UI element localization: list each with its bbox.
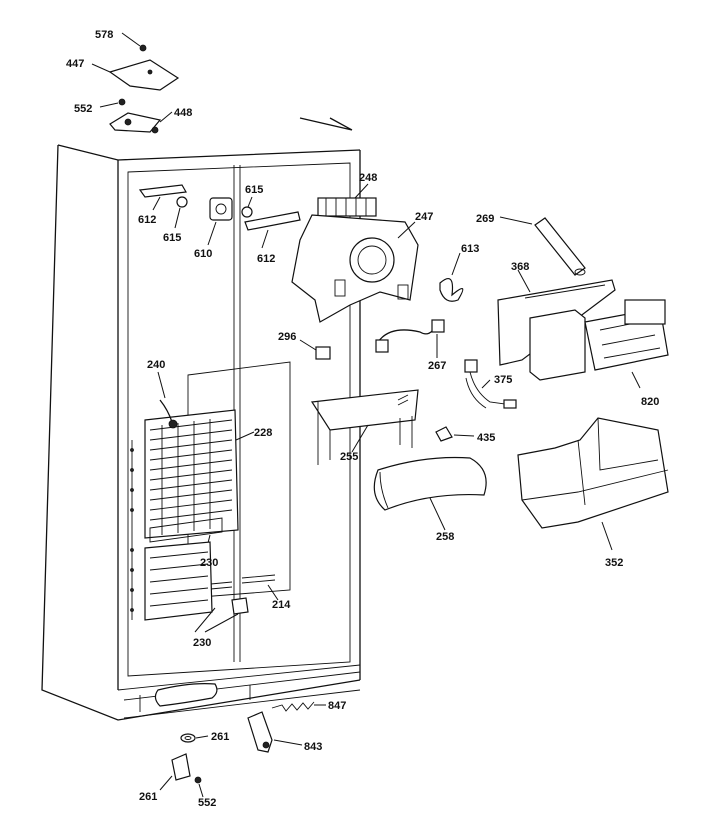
part-230-heater-lower (194, 597, 249, 633)
part-evaporator-lower (144, 541, 213, 621)
part-ice-maker-assembly (529, 299, 669, 381)
side-rail-holes (130, 440, 134, 620)
freezer-cabinet (41, 117, 361, 721)
label-435: 435 (477, 432, 495, 444)
label-843: 843 (304, 741, 322, 753)
part-820-ice-tray (631, 371, 641, 389)
part-552-screw-bottom (194, 776, 204, 798)
label-230-upper: 230 (200, 557, 218, 569)
label-261-lower: 261 (139, 791, 157, 803)
part-352-ice-bucket (517, 417, 669, 551)
label-247: 247 (415, 211, 433, 223)
label-296: 296 (278, 331, 296, 343)
label-230-lower: 230 (193, 637, 211, 649)
label-258: 258 (436, 531, 454, 543)
part-448-bracket (109, 111, 173, 134)
part-248-terminal-block (317, 183, 377, 217)
label-267: 267 (428, 360, 446, 372)
part-258-cover (373, 456, 487, 531)
part-610-motor (207, 197, 233, 246)
part-255-bracket (310, 389, 419, 465)
part-269-rod (499, 216, 586, 276)
label-847: 847 (328, 700, 346, 712)
part-375-harness (464, 359, 517, 409)
label-214: 214 (272, 599, 291, 611)
label-613: 613 (461, 243, 479, 255)
part-615-bushing-right (241, 196, 253, 218)
label-615-right: 615 (245, 184, 263, 196)
label-261-upper: 261 (211, 731, 229, 743)
part-552-screw-top (99, 98, 126, 108)
part-447-cover (91, 59, 180, 91)
label-352: 352 (605, 557, 623, 569)
part-613-fan-blade (439, 252, 464, 302)
label-240: 240 (147, 359, 165, 371)
part-267-wire-harness (375, 319, 445, 358)
label-375: 375 (494, 374, 512, 386)
label-269: 269 (476, 213, 494, 225)
label-820: 820 (641, 396, 659, 408)
part-228-evaporator (144, 409, 255, 539)
part-261-bracket (159, 753, 191, 791)
label-552-bottom: 552 (198, 797, 216, 809)
label-612-right: 612 (257, 253, 275, 265)
part-247-housing (291, 214, 419, 323)
part-240-thermostat (157, 371, 178, 429)
part-435-clip (435, 426, 475, 442)
label-610: 610 (194, 248, 212, 260)
part-612-bracket-right (244, 211, 301, 249)
part-261-bushing (180, 733, 209, 743)
part-296-connector (299, 339, 331, 360)
label-615-left: 615 (163, 232, 181, 244)
label-255: 255 (340, 451, 358, 463)
label-448: 448 (174, 107, 192, 119)
part-843-hinge (247, 711, 303, 753)
label-447: 447 (66, 58, 84, 70)
label-578: 578 (95, 29, 113, 41)
label-368: 368 (511, 261, 529, 273)
part-612-bracket-left (138, 184, 187, 211)
label-248: 248 (359, 172, 377, 184)
part-847-spring (271, 701, 326, 712)
label-612-left: 612 (138, 214, 156, 226)
label-228: 228 (254, 427, 272, 439)
part-578-screw (121, 32, 147, 52)
callout-labels: 578 447 552 448 612 615 615 610 612 248 … (66, 29, 659, 809)
label-552-top: 552 (74, 103, 92, 115)
part-615-bushing-left (174, 196, 188, 229)
